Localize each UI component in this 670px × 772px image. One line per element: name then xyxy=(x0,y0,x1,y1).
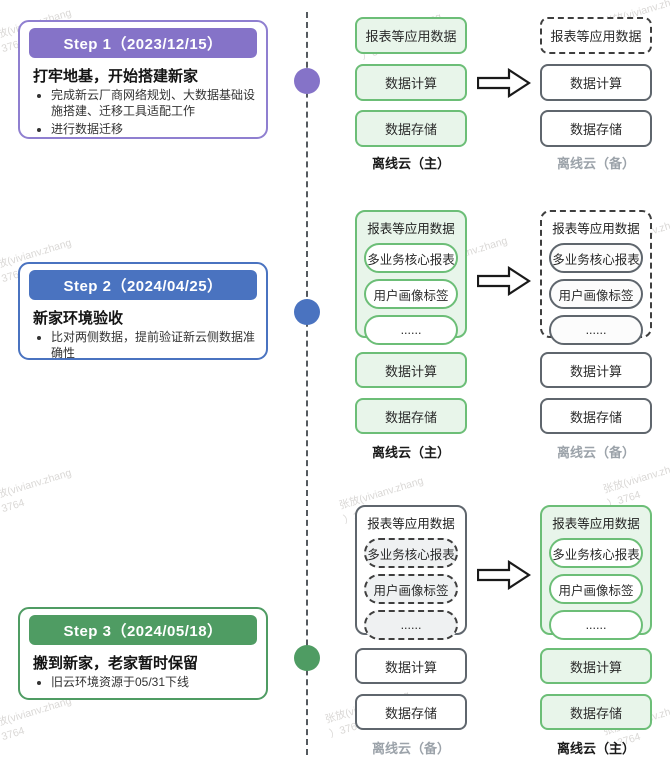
watermark: 张放(vivianv.zhang）3764 xyxy=(0,466,73,519)
s1-backup-compute-box: 数据计算 xyxy=(540,64,652,101)
s3-backup-app-container: 报表等应用数据 多业务核心报表 用户画像标签 ...... xyxy=(355,505,467,640)
step-card-1: Step 1（2023/12/15） 打牢地基，开始搭建新家 完成新云厂商网络规… xyxy=(18,20,268,139)
step-2-header: Step 2（2024/04/25） xyxy=(29,270,257,300)
s3-backup-pill-more: ...... xyxy=(364,610,458,640)
s2-backup-compute-box: 数据计算 xyxy=(540,352,652,388)
step-2-bullets: 比对两侧数据，提前验证新云侧数据准确性 xyxy=(29,330,257,362)
arrow-right-icon xyxy=(477,560,531,590)
s3-primary-storage-box: 数据存储 xyxy=(540,694,652,730)
step-2-heading: 新家环境验收 xyxy=(33,310,124,327)
s3-primary-cloud-label: 离线云（主） xyxy=(556,741,635,756)
s2-primary-app-container: 报表等应用数据 多业务核心报表 用户画像标签 ...... xyxy=(355,210,467,345)
s3-backup-storage-box: 数据存储 xyxy=(355,694,467,730)
s1-primary-storage-box: 数据存储 xyxy=(355,110,467,147)
s3-backup-pill-core-reports: 多业务核心报表 xyxy=(364,538,458,568)
s2-backup-cloud-label: 离线云（备） xyxy=(556,445,635,460)
s3-primary-app-container: 报表等应用数据 多业务核心报表 用户画像标签 ...... xyxy=(540,505,652,640)
step-3-bullets: 旧云环境资源于05/31下线 xyxy=(29,675,257,691)
s2-backup-app-container: 报表等应用数据 多业务核心报表 用户画像标签 ...... xyxy=(540,210,652,345)
s2-primary-pill-user-profile: 用户画像标签 xyxy=(364,279,458,309)
s3-primary-app-title: 报表等应用数据 xyxy=(552,517,640,531)
s3-primary-pill-core-reports: 多业务核心报表 xyxy=(549,538,643,568)
s2-backup-app-title: 报表等应用数据 xyxy=(552,222,640,236)
watermark: 张放(vivianv.zhang）3764 xyxy=(0,694,73,747)
s1-primary-cloud-label: 离线云（主） xyxy=(371,156,450,171)
arrow-right-icon xyxy=(477,266,531,296)
step-2-bullet: 比对两侧数据，提前验证新云侧数据准确性 xyxy=(51,330,257,362)
s1-backup-cloud-label: 离线云（备） xyxy=(556,156,635,171)
step-1-heading: 打牢地基，开始搭建新家 xyxy=(33,68,199,85)
s2-primary-storage-box: 数据存储 xyxy=(355,398,467,434)
step-3-bullet: 旧云环境资源于05/31下线 xyxy=(51,675,257,691)
step-3-heading: 搬到新家，老家暂时保留 xyxy=(33,655,199,672)
step-3-header: Step 3（2024/05/18） xyxy=(29,615,257,645)
s2-primary-pill-more: ...... xyxy=(364,315,458,345)
s3-primary-pill-more: ...... xyxy=(549,610,643,640)
step-1-bullet: 进行数据迁移 xyxy=(51,122,257,138)
arrow-right-icon xyxy=(477,68,531,98)
s1-backup-storage-box: 数据存储 xyxy=(540,110,652,147)
s2-primary-compute-box: 数据计算 xyxy=(355,352,467,388)
s2-backup-pill-core-reports: 多业务核心报表 xyxy=(549,243,643,273)
s3-backup-app-title: 报表等应用数据 xyxy=(367,517,455,531)
s3-backup-cloud-label: 离线云（备） xyxy=(371,741,450,756)
s2-backup-storage-box: 数据存储 xyxy=(540,398,652,434)
s2-primary-cloud-label: 离线云（主） xyxy=(371,445,450,460)
step-card-2: Step 2（2024/04/25） 新家环境验收 比对两侧数据，提前验证新云侧… xyxy=(18,262,268,360)
s3-primary-compute-box: 数据计算 xyxy=(540,648,652,684)
step-1-bullet: 完成新云厂商网络规划、大数据基础设施搭建、迁移工具适配工作 xyxy=(51,88,257,120)
step-card-3: Step 3（2024/05/18） 搬到新家，老家暂时保留 旧云环境资源于05… xyxy=(18,607,268,700)
step-1-header: Step 1（2023/12/15） xyxy=(29,28,257,58)
s1-primary-compute-box: 数据计算 xyxy=(355,64,467,101)
s2-backup-pill-more: ...... xyxy=(549,315,643,345)
timeline-dashed-line xyxy=(306,12,308,755)
timeline-dot-step1 xyxy=(294,68,320,94)
s3-backup-pill-user-profile: 用户画像标签 xyxy=(364,574,458,604)
s2-primary-pill-core-reports: 多业务核心报表 xyxy=(364,243,458,273)
s3-backup-compute-box: 数据计算 xyxy=(355,648,467,684)
timeline-dot-step3 xyxy=(294,645,320,671)
s1-backup-app-data-box: 报表等应用数据 xyxy=(540,17,652,54)
s2-backup-pill-user-profile: 用户画像标签 xyxy=(549,279,643,309)
timeline-dot-step2 xyxy=(294,299,320,325)
s1-primary-app-data-box: 报表等应用数据 xyxy=(355,17,467,54)
step-1-bullets: 完成新云厂商网络规划、大数据基础设施搭建、迁移工具适配工作 进行数据迁移 xyxy=(29,88,257,137)
s2-primary-app-title: 报表等应用数据 xyxy=(367,222,455,236)
s3-primary-pill-user-profile: 用户画像标签 xyxy=(549,574,643,604)
